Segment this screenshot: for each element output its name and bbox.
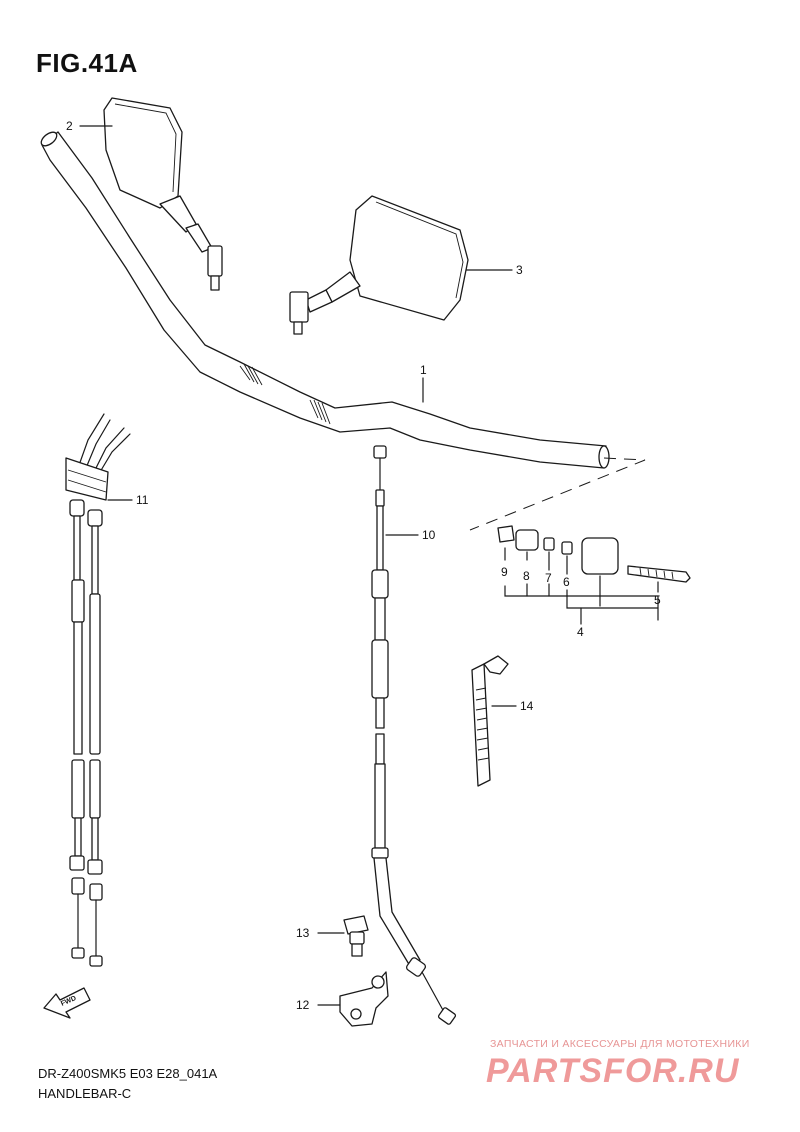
left-mirror-part[interactable]: [103, 97, 223, 291]
callout-12: 12: [296, 998, 310, 1012]
dual-cable-part[interactable]: [65, 413, 131, 967]
footer-figure-name: HANDLEBAR-C: [38, 1086, 132, 1101]
callout-3: 3: [516, 263, 523, 277]
footer-model-code: DR-Z400SMK5 E03 E28_041A: [38, 1066, 218, 1081]
cable-clamp-part[interactable]: [339, 971, 389, 1027]
bar-end-assembly[interactable]: [469, 457, 691, 583]
cable-tie-part[interactable]: [471, 655, 509, 787]
callout-numbers: 1 2 3 4 5 6 7 8 9 10 11 12 13 14: [66, 119, 661, 1012]
callout-11: 11: [136, 493, 149, 507]
callout-2: 2: [66, 119, 73, 133]
callout-7: 7: [545, 571, 552, 585]
right-mirror-part[interactable]: [289, 195, 469, 335]
callout-4: 4: [577, 625, 584, 639]
callout-6: 6: [563, 575, 570, 589]
watermark-caption: ЗАПЧАСТИ И АКСЕССУАРЫ ДЛЯ МОТОТЕХНИКИ: [490, 1038, 750, 1050]
bolt-part[interactable]: [343, 915, 369, 957]
center-cable-part[interactable]: [371, 445, 457, 1025]
handlebar-part[interactable]: [39, 130, 610, 469]
callout-9: 9: [501, 565, 508, 579]
callout-14: 14: [520, 699, 534, 713]
callout-13: 13: [296, 926, 310, 940]
callout-leaders: [79, 125, 659, 1006]
callout-1: 1: [420, 363, 427, 377]
fwd-arrow-icon: FWD: [43, 987, 91, 1019]
callout-10: 10: [422, 528, 436, 542]
callout-8: 8: [523, 569, 530, 583]
figure-title: FIG.41A: [36, 48, 138, 78]
watermark-brand: PARTSFOR.RU: [486, 1052, 740, 1090]
callout-5: 5: [654, 593, 661, 607]
